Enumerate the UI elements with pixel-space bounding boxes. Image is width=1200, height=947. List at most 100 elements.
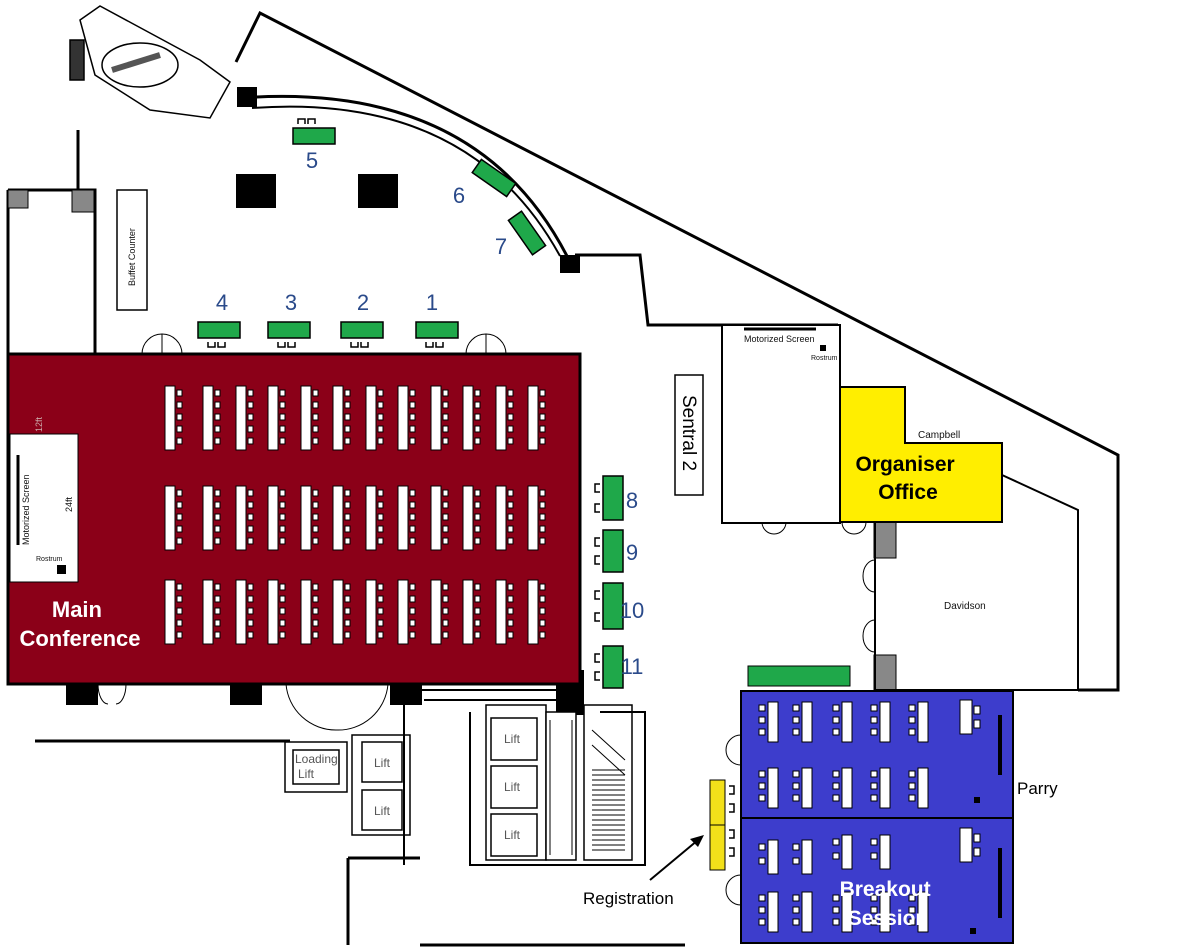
upper-right-room <box>721 324 841 524</box>
booth-number: 5 <box>306 148 318 173</box>
booth-11[interactable]: 11 <box>594 645 644 689</box>
lift-label: Lift <box>374 756 391 770</box>
booth-number: 3 <box>285 290 297 315</box>
seating-table <box>235 485 254 551</box>
main-rostrum-label: Rostrum <box>36 556 63 563</box>
seating-table <box>832 834 853 870</box>
main-dim-24ft: 24ft <box>64 496 74 512</box>
seating-table <box>870 767 891 809</box>
breakout-doors <box>725 521 876 906</box>
breakout-rostrum-2 <box>970 928 976 934</box>
booth-2[interactable]: 2 <box>340 290 384 348</box>
seating-table <box>959 827 981 863</box>
booth-8[interactable]: 8 <box>594 475 638 521</box>
breakout-rostrum-1 <box>974 797 980 803</box>
lift-cabins <box>292 717 538 857</box>
registration-desk-2 <box>709 824 726 871</box>
breakout-screen-1 <box>998 715 1002 775</box>
seating-table <box>202 485 221 551</box>
seating-table <box>870 701 891 743</box>
staircase <box>69 5 231 119</box>
seating-table <box>792 839 813 875</box>
buffet-counter <box>116 189 148 311</box>
booth-5[interactable]: 5 <box>292 118 336 173</box>
grey-pillars <box>7 189 897 692</box>
organiser-office[interactable] <box>839 386 1003 523</box>
booth-number: 10 <box>620 598 644 623</box>
booth-6[interactable]: 6 <box>453 158 517 208</box>
seating-table <box>332 485 351 551</box>
booth-4[interactable]: 4 <box>197 290 241 348</box>
breakout-seating <box>758 699 981 933</box>
booth-3[interactable]: 3 <box>267 290 311 348</box>
seating-table <box>959 699 981 735</box>
upper-rostrum <box>820 345 826 351</box>
booth-9[interactable]: 9 <box>594 529 638 573</box>
seating-table <box>430 579 449 645</box>
seating-table <box>332 385 351 451</box>
seating-table <box>832 701 853 743</box>
booth-number: 8 <box>626 488 638 513</box>
seating-table <box>527 485 546 551</box>
seating-table <box>267 579 286 645</box>
upper-rostrum-label: Rostrum <box>811 355 838 362</box>
seating-table <box>397 579 416 645</box>
breakout-screen-2 <box>998 848 1002 918</box>
buffet-counter-label: Buffet Counter <box>127 228 137 286</box>
booth-number: 7 <box>495 234 507 259</box>
seating-table <box>300 385 319 451</box>
seating-table <box>235 579 254 645</box>
registration-label: Registration <box>583 889 674 908</box>
seating-table <box>758 767 779 809</box>
sentral-2-label: Sentral 2 <box>678 395 699 471</box>
seating-table <box>300 579 319 645</box>
seating-table <box>365 579 384 645</box>
booth-number: 2 <box>357 290 369 315</box>
seating-table <box>792 891 813 933</box>
seating-table <box>332 579 351 645</box>
building-outline <box>6 10 1120 947</box>
booth-10[interactable]: 10 <box>594 582 644 630</box>
booth-number: 11 <box>621 654 644 679</box>
seating-table <box>832 891 853 933</box>
seating-table <box>267 385 286 451</box>
seating-table <box>462 579 481 645</box>
sentral-2-room[interactable] <box>674 374 704 496</box>
davidson-label[interactable]: Davidson <box>944 601 986 612</box>
curved-corridor <box>239 94 572 263</box>
seating-table <box>300 485 319 551</box>
booth-number: 9 <box>626 540 638 565</box>
seating-table <box>164 579 183 645</box>
seating-table <box>430 485 449 551</box>
seating-table <box>908 767 929 809</box>
seating-table <box>792 701 813 743</box>
registration-arrowhead <box>690 835 704 847</box>
seating-table <box>832 767 853 809</box>
main-rostrum <box>57 565 66 574</box>
seating-table <box>235 385 254 451</box>
loading-lift-label: Loading Lift <box>295 752 341 781</box>
registration-desk-1 <box>709 779 726 826</box>
main-conference-label: Main Conference <box>19 597 140 651</box>
seating-table <box>365 485 384 551</box>
seating-table <box>495 385 514 451</box>
seating-table <box>430 385 449 451</box>
lift-label: Lift <box>504 732 521 746</box>
exhibition-booths: 1 2 3 4 5 6 7 8 9 10 11 <box>197 118 644 689</box>
seating-table <box>870 891 891 933</box>
parry-label: Parry <box>1017 779 1058 798</box>
seating-table <box>870 834 891 870</box>
booth-7[interactable]: 7 <box>495 210 547 259</box>
lift-label: Lift <box>374 804 391 818</box>
main-conference-room[interactable] <box>6 352 582 686</box>
main-stage <box>9 433 79 583</box>
lift-walls <box>403 689 646 866</box>
seating-table <box>202 385 221 451</box>
booth-1[interactable]: 1 <box>415 290 459 348</box>
seating-table <box>202 579 221 645</box>
organiser-office-label: Organiser Office <box>855 453 960 504</box>
seating-table <box>758 701 779 743</box>
